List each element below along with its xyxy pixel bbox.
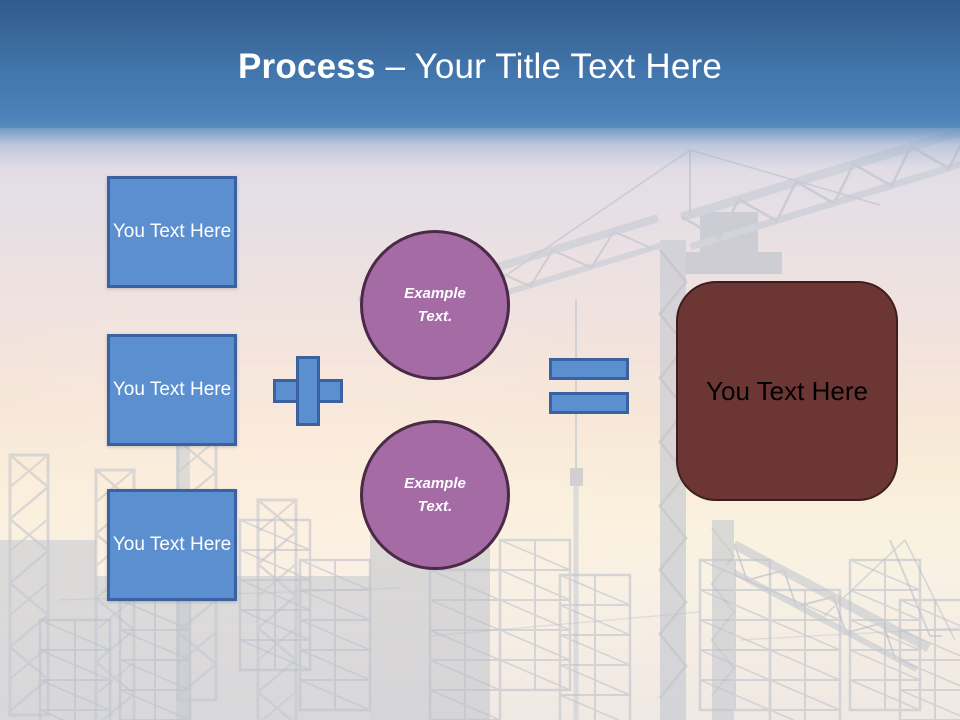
input-box-2-label: You Text Here <box>112 379 232 400</box>
title-banner <box>0 0 960 128</box>
example-circle-1-line2: Text. <box>417 308 453 325</box>
input-box-2[interactable]: You Text Here <box>107 334 237 446</box>
example-circle-2-line1: Example <box>404 475 466 492</box>
input-box-3[interactable]: You Text Here <box>107 489 237 601</box>
result-box-label: You Text Here <box>706 376 868 406</box>
page-title-regular: Your Title Text Here <box>414 47 722 86</box>
title-banner-fade <box>0 122 960 168</box>
page-title-separator: – <box>375 47 415 86</box>
example-circle-1-line1: Example <box>404 285 466 302</box>
equals-icon-top-bar <box>549 358 629 380</box>
example-circle-2-line2: Text. <box>417 498 453 515</box>
input-box-1-label: You Text Here <box>112 221 232 242</box>
result-box[interactable]: You Text Here <box>676 281 898 501</box>
example-circle-2[interactable]: Example Text. <box>360 420 510 570</box>
input-box-3-label: You Text Here <box>112 534 232 555</box>
equals-icon <box>549 358 629 414</box>
example-circle-1[interactable]: Example Text. <box>360 230 510 380</box>
example-circle-2-label: Example Text. <box>404 472 466 518</box>
equals-icon-bottom-bar <box>549 392 629 414</box>
example-circle-1-label: Example Text. <box>404 282 466 328</box>
input-box-1[interactable]: You Text Here <box>107 176 237 288</box>
plus-icon <box>273 356 343 426</box>
page-title: Process – Your Title Text Here <box>0 46 960 88</box>
plus-icon-center-fill <box>299 382 317 400</box>
page-title-bold: Process <box>238 47 376 86</box>
